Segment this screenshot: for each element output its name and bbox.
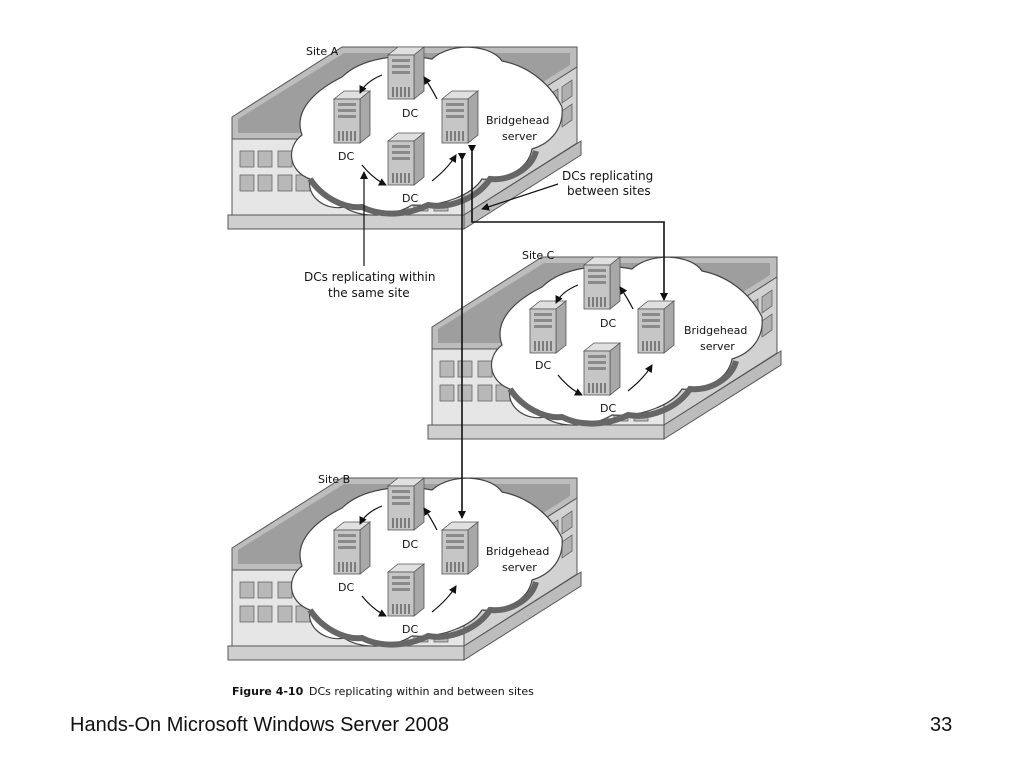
site-a-bridgehead-label-2: server <box>502 130 537 143</box>
site-c-bridgehead-label-2: server <box>700 340 735 353</box>
site-a-dc-left-label: DC <box>338 150 354 163</box>
site-a-dc-top-label: DC <box>402 107 418 120</box>
callout-between-pointer <box>481 183 559 211</box>
dc-server-top <box>387 477 425 531</box>
dc-server-top <box>387 46 425 100</box>
site-b-dc-top-label: DC <box>402 538 418 551</box>
bridgehead-server <box>441 521 479 575</box>
site-b-dc-left-label: DC <box>338 581 354 594</box>
page-number: 33 <box>930 714 953 736</box>
callout-within-line1: DCs replicating within <box>304 270 435 284</box>
footer-title: Hands-On Microsoft Windows Server 2008 <box>70 714 450 736</box>
dc-server-bottom <box>583 342 621 396</box>
dc-server-top <box>583 256 621 310</box>
callout-between-line2: between sites <box>567 184 651 198</box>
site-b-dc-bottom-label: DC <box>402 623 418 636</box>
figure-number: Figure 4-10 <box>232 685 304 698</box>
site-c-dc-bottom-label: DC <box>600 402 616 415</box>
site-c-dc-left-label: DC <box>535 359 551 372</box>
site-a-bridgehead-label-1: Bridgehead <box>486 114 549 127</box>
callout-within-line2: the same site <box>328 286 410 300</box>
site-b-bridgehead-label-2: server <box>502 561 537 574</box>
dc-server-bottom <box>387 132 425 186</box>
site-a-dc-bottom-label: DC <box>402 192 418 205</box>
site-b <box>228 478 581 660</box>
site-a-label: Site A <box>306 45 339 58</box>
site-b-bridgehead-label-1: Bridgehead <box>486 545 549 558</box>
figure-caption: DCs replicating within and between sites <box>309 685 534 698</box>
dc-server-left <box>333 521 371 575</box>
callout-between-line1: DCs replicating <box>562 169 653 183</box>
site-c-bridgehead-label-1: Bridgehead <box>684 324 747 337</box>
bridgehead-server <box>441 90 479 144</box>
bridgehead-server <box>637 300 675 354</box>
link-a-c <box>468 145 668 301</box>
site-c-label: Site C <box>522 249 555 262</box>
dc-server-left <box>529 300 567 354</box>
dc-server-bottom <box>387 563 425 617</box>
site-b-label: Site B <box>318 473 350 486</box>
site-a <box>228 47 581 229</box>
site-c-dc-top-label: DC <box>600 317 616 330</box>
dc-server-left <box>333 90 371 144</box>
